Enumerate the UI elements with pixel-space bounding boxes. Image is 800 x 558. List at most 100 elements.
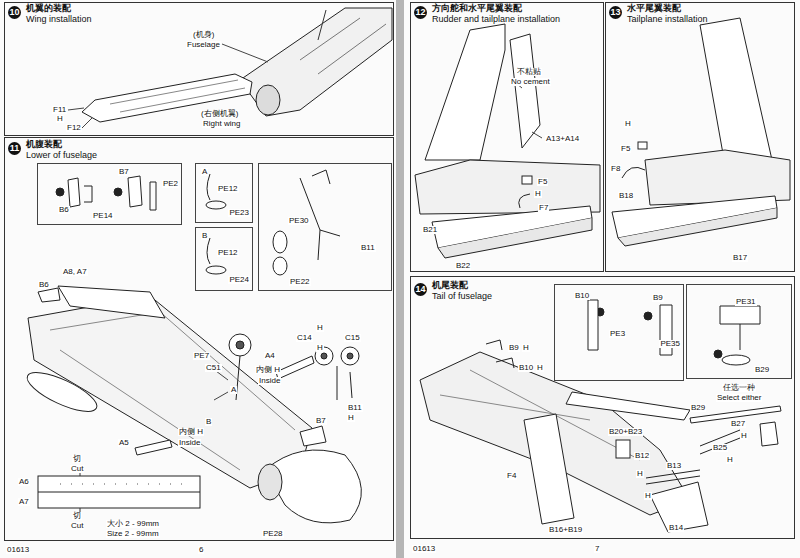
tail-fuselage-drawing-part [566,392,690,420]
fuselage-underside-drawing-part [236,356,352,400]
part-label: 内侧 H [178,428,204,436]
detail-inset: PE30B11PE22 [258,163,392,291]
rudder-drawing-part [425,24,505,160]
part-label: B10 [518,364,534,372]
fuselage-underside-drawing-part [60,484,190,485]
part-label: B29 [754,366,770,374]
part-label: H [636,470,644,478]
part-label: F5 [620,145,631,153]
fuselage-underside-drawing-part [135,440,172,455]
detail-inset: B10B9PE3PE35 [554,284,684,381]
part-label: 大小 2 - 99mm [106,520,160,528]
part-label: PE12 [217,185,239,193]
tail-fuselage-drawing-part [616,440,630,458]
part-label: F12 [66,124,82,132]
inset-detail-drawings-part [206,201,226,209]
part-label: B22 [455,262,471,270]
fuselage-underside-drawing-part [276,356,314,379]
part-label: B7 [118,168,130,176]
part-label: Inside [178,439,201,447]
part-label: B16+B19 [548,526,583,534]
part-label: Cut [70,465,84,473]
step-title: 机翼的装配 [26,4,71,13]
part-label: 任选一种 [722,384,756,392]
detail-inset: PE31B29 [686,284,792,379]
tail-fuselage-drawing-part [644,312,652,320]
part-label: H [740,432,748,440]
wing-drawing-part [110,80,245,112]
tailplane-drawing-part [618,208,777,246]
inset-detail-drawings-part [68,178,80,207]
inset-detail-drawings-part [84,186,92,202]
fuselage-underside-drawing-part [321,353,327,359]
rudder-drawing-part [415,160,600,214]
part-label: PE12 [217,249,239,257]
step-title: Wing installation [26,15,92,24]
rudder-drawing-part [519,194,530,208]
part-label: H [316,344,324,352]
inset-detail-drawings-part [114,188,122,196]
part-label: F5 [537,178,548,186]
tail-fuselage-drawing-part [720,306,760,324]
tail-fuselage-drawing-part [588,300,598,350]
part-label: Right wing [202,120,241,128]
step-title: Tailplane installation [627,15,708,24]
part-label: H [347,414,355,422]
part-label: Cut [70,522,84,530]
part-label: No cement [510,78,551,86]
part-label: B20+B23 [608,428,643,436]
part-label: PE23 [228,209,250,217]
part-label: Select either [716,394,762,402]
fuselage-underside-drawing-part [50,312,295,470]
step-number: 10 [8,6,21,19]
part-label: PE31 [735,298,757,306]
part-label: PE30 [288,217,310,225]
part-label: Size 2 - 99mm [106,530,160,538]
part-label: H [644,492,652,500]
detail-inset: B6PE14B7PE2 [37,163,182,225]
step-title: 方向舵和水平尾翼装配 [432,4,522,13]
part-label: F8 [610,165,621,173]
inset-detail-drawings-part [56,188,64,196]
step-title: Lower of fuselage [26,151,97,160]
part-label: 切 [72,455,82,463]
tailplane-drawing-part [638,142,647,149]
part-label: 01613 [6,546,30,554]
part-label: A13+A14 [545,135,580,143]
wing-drawing [68,8,392,128]
step-number: 12 [414,6,427,19]
tailplane-drawing-part [622,167,645,178]
inset-detail-drawings-part [128,176,142,207]
part-label: Fuselage [186,41,221,49]
step-number: 13 [609,6,622,19]
part-label: C14 [296,334,313,342]
fuselage-underside-drawing-part [229,334,251,356]
wing-drawing-part [318,10,326,40]
fuselage-underside-drawing-part [258,464,282,500]
part-label: H [534,190,542,198]
fuselage-underside-drawing-part [300,426,326,446]
part-label: B25 [712,444,728,452]
part-label: A8, A7 [62,268,88,276]
wing-drawing-part [240,8,392,116]
fuselage-underside-drawing-part [58,286,165,318]
part-label: 切 [72,512,82,520]
booklet-pages-part [402,0,800,558]
part-label: 01613 [412,545,436,553]
part-label: B21 [422,226,438,234]
fuselage-underside-drawing-part [212,368,228,400]
part-label: H [726,456,734,464]
tail-fuselage-drawing [420,300,781,532]
step-title: 机尾装配 [432,281,468,290]
part-label: B17 [732,254,748,262]
fuselage-underside-drawing-part [22,365,101,419]
part-label: Inside [258,377,281,385]
part-label: C15 [344,334,361,342]
part-label: H [522,344,530,352]
booklet-pages-part [0,0,398,558]
part-label: B13 [666,462,682,470]
part-label: 不粘贴 [516,68,542,76]
step-title: Rudder and tailplane installation [432,15,560,24]
